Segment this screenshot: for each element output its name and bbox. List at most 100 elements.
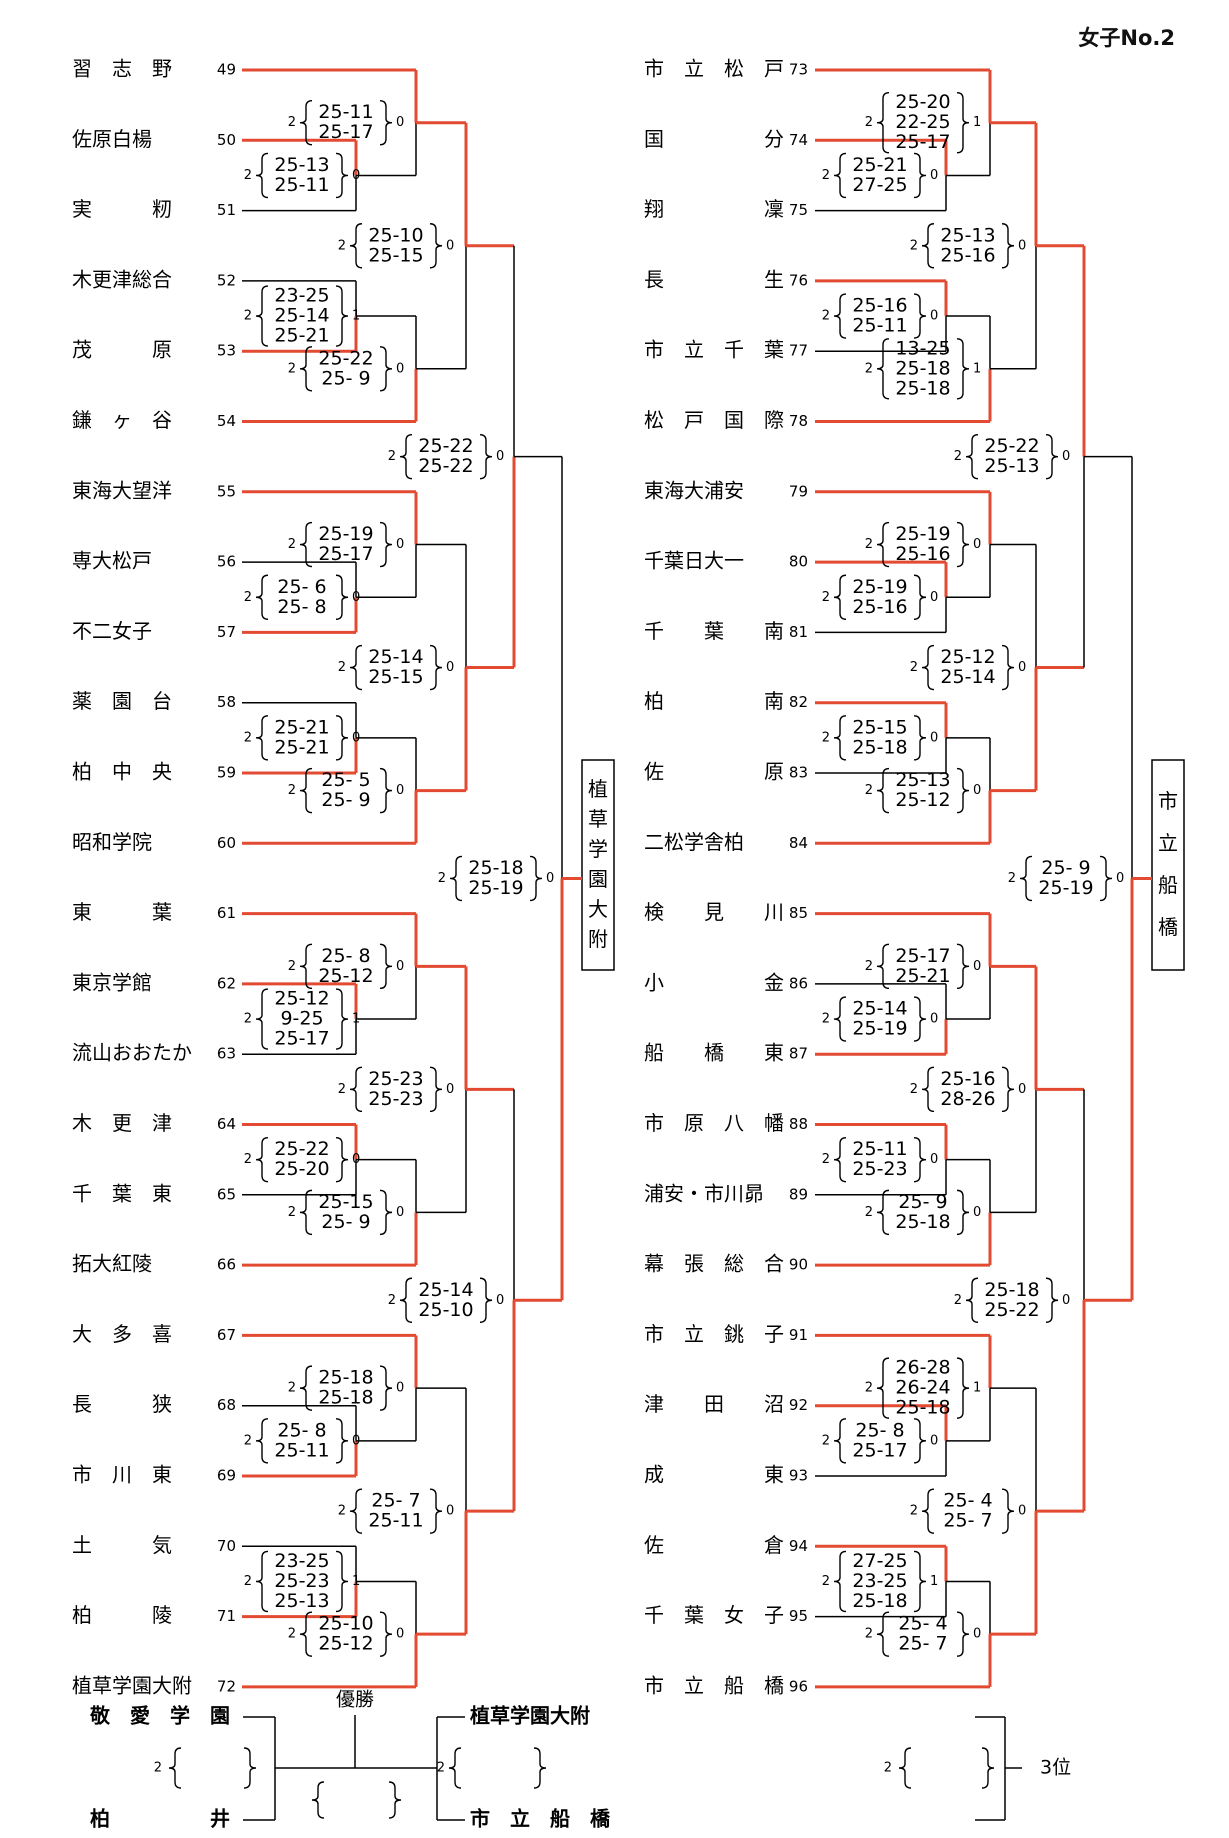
team-name: 幕 張 総 合 [644,1252,784,1276]
team-name: 検 見 川 [644,900,784,924]
loser-sets: 0 [930,168,938,183]
team-number: 77 [789,342,808,360]
team-number: 65 [217,1185,236,1203]
winner-sets: 2 [288,361,296,376]
set-score: 13-25 [895,337,950,359]
right-brace [379,1365,393,1411]
team-number: 95 [789,1607,808,1625]
set-score: 25-17 [852,1439,907,1461]
team-number: 75 [789,201,808,219]
set-score: 25-22 [318,347,373,369]
set-score: 25-22 [418,435,473,457]
left-brace [349,1066,363,1113]
team-number: 72 [217,1677,236,1695]
loser-sets: 1 [973,1381,981,1396]
team-name: 木更津総合 [72,267,172,291]
set-score: 25- 4 [898,1613,947,1635]
left-brace [876,1357,890,1419]
right-brace [956,1189,970,1236]
set-score: 25-11 [274,174,329,196]
set-score: 25- 8 [277,1419,326,1441]
set-score: 25-13 [940,224,995,246]
loser-sets: 0 [396,115,404,130]
team-name: 国 分 [644,127,784,151]
set-score: 25- 8 [277,596,326,618]
set-score: 25-22 [984,1299,1039,1321]
right-brace [529,855,543,902]
winner-sets: 2 [288,115,296,130]
right-brace [335,152,349,199]
left-brace [349,1488,363,1534]
set-score: 25-11 [274,1439,329,1461]
winner-sets: 2 [338,238,346,253]
left-brace [299,1189,313,1236]
loser-sets: 0 [396,1381,404,1396]
loser-sets: 0 [1018,1082,1026,1097]
set-score: 25-11 [852,315,907,337]
set-score: 25-22 [418,455,473,477]
winner-sets: 2 [865,783,873,798]
team-name: 津 田 沼 [644,1392,784,1416]
winner-sets: 2 [244,309,252,324]
set-score: 25-22 [274,1138,329,1160]
right-brace [956,1357,970,1419]
left-brace [876,1189,890,1236]
set-score: 25-12 [895,789,950,811]
team-name: 市 立 千 葉 [644,338,784,362]
set-score: 23-25 [852,1570,907,1592]
team-name: 実 籾 [72,197,172,221]
winner-sets: 2 [288,783,296,798]
team-name: 二松学舎柏 [644,830,744,854]
left-brace [833,152,847,199]
right-brace [335,574,349,620]
team-name: 鎌 ヶ 谷 [72,408,172,432]
team-number: 82 [789,693,808,711]
left-brace [299,346,313,392]
team-number: 79 [789,482,808,500]
loser-sets: 0 [930,730,938,745]
loser-sets: 0 [546,871,554,886]
right-brace [335,1418,349,1464]
left-brace [921,1488,935,1534]
right-brace [429,644,443,691]
right-brace [956,1611,970,1657]
loser-sets: 0 [930,1433,938,1448]
left-brace [1019,855,1033,902]
set-score: 25-10 [318,1613,373,1635]
loser-sets: 0 [1018,660,1026,675]
team-name: 習 志 野 [72,57,172,81]
set-score: 23-25 [274,285,329,307]
left-brace [255,1136,269,1183]
loser-sets: 0 [496,449,504,464]
right-brace [1099,855,1113,902]
right-brace [429,1488,443,1534]
team-name: 千 葉 南 [644,619,784,643]
team-number: 78 [789,412,808,430]
third-place-label: 3位 [1040,1757,1071,1779]
right-brace [335,715,349,761]
team-name: 不二女子 [72,619,152,643]
loser-sets: 0 [930,1012,938,1027]
set-score: 25-15 [852,716,907,738]
set-score: 25-18 [852,736,907,758]
team-number: 68 [217,1396,236,1414]
left-brace [311,1781,325,1819]
set-score: 25-23 [274,1570,329,1592]
set-score: 25-23 [368,1068,423,1090]
left-brace [833,996,847,1042]
set-score: 25-13 [984,455,1039,477]
right-brace [956,943,970,990]
set-score: 25-18 [895,1397,950,1419]
set-score: 25- 9 [321,1211,370,1233]
right-brace [1001,644,1015,691]
set-score: 25-15 [368,244,423,266]
winner-sets: 2 [244,1574,252,1589]
set-score: 25-19 [852,1018,907,1040]
winner-box [581,759,615,971]
set-score: 25-21 [895,965,950,987]
team-number: 89 [789,1185,808,1203]
winner-sets: 2 [288,1381,296,1396]
set-score: 25-13 [274,154,329,176]
set-score: 25-11 [852,1138,907,1160]
